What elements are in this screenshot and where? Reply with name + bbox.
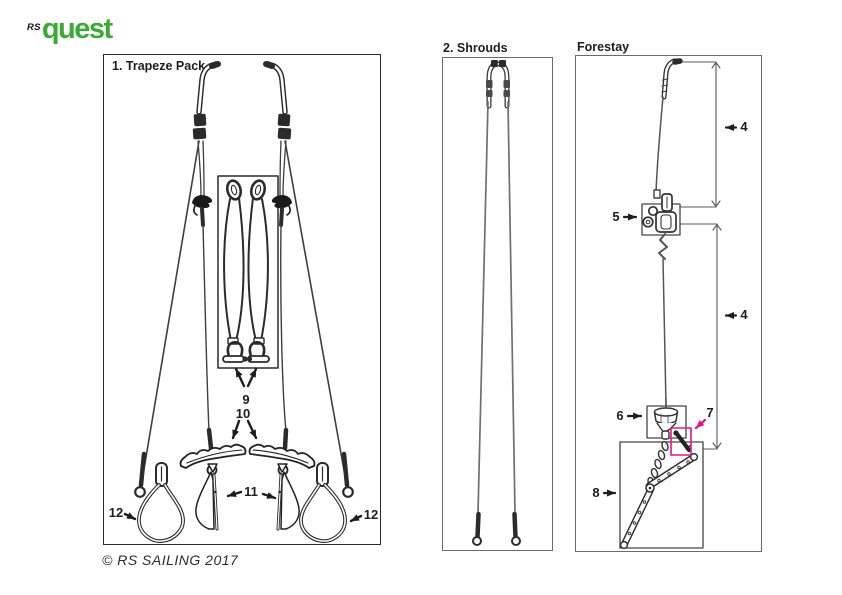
shrouds-panel (442, 57, 553, 551)
trapeze-pack-panel (103, 54, 381, 545)
copyright-text: © RS SAILING 2017 (102, 552, 239, 568)
logo-quest-wordmark: quest (41, 13, 113, 45)
rs-quest-logo: RS quest (27, 13, 113, 45)
shrouds-title: 2. Shrouds (443, 41, 508, 55)
forestay-title: Forestay (577, 40, 630, 54)
trapeze-pack-title: 1. Trapeze Pack (112, 59, 206, 73)
logo-rs-text: RS (27, 22, 41, 33)
forestay-panel (575, 55, 762, 552)
